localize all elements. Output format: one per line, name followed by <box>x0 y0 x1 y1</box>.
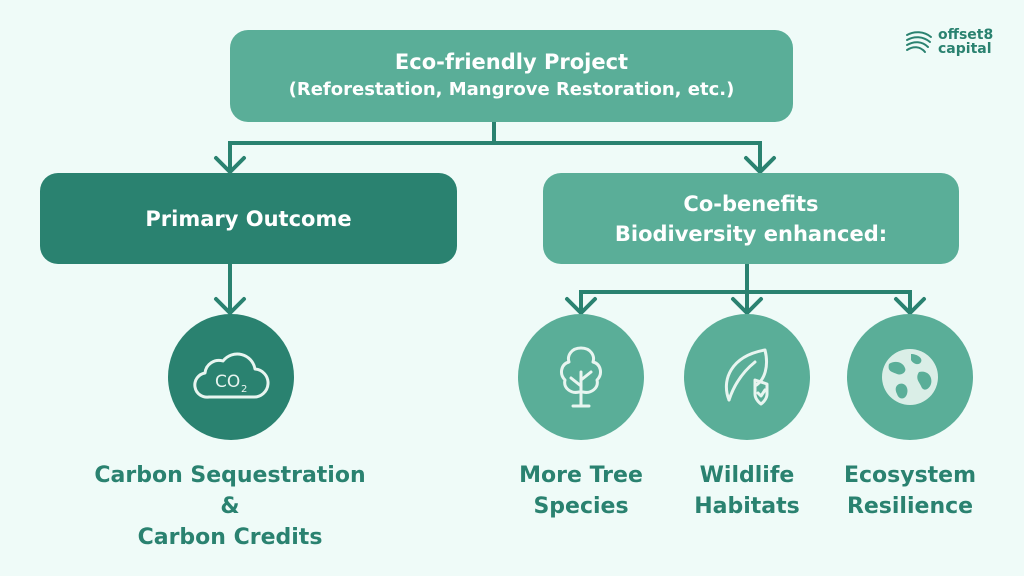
eco-friendly-project-box: Eco-friendly Project (Reforestation, Man… <box>230 30 793 122</box>
logo-wordmark: offset8 capital <box>938 28 993 56</box>
ecosystem-line-1: Ecosystem <box>843 463 977 488</box>
co2-subscript: 2 <box>241 384 247 395</box>
logo-line-2: capital <box>938 41 992 57</box>
co-benefits-box: Co-benefits Biodiversity enhanced: <box>543 173 959 264</box>
tree-icon <box>560 346 602 408</box>
arrowhead-tree <box>565 297 597 315</box>
offset8-capital-logo: offset8 capital <box>904 28 993 56</box>
wildlife-habitats-label: Wildlife Habitats <box>659 460 835 522</box>
ecosystem-line-2: Resilience <box>846 494 974 519</box>
tree-line-2: Species <box>533 494 629 519</box>
carbon-line-1: Carbon Sequestration <box>94 463 366 488</box>
project-subtitle: (Reforestation, Mangrove Restoration, et… <box>288 79 735 100</box>
project-title: Eco-friendly Project <box>394 50 629 74</box>
leaf-shield-icon <box>724 348 769 406</box>
wildlife-line-2: Habitats <box>694 494 800 519</box>
primary-outcome-box: Primary Outcome <box>40 173 457 264</box>
globe-icon <box>882 349 938 405</box>
arrowhead-wildlife <box>731 297 763 315</box>
ecosystem-resilience-label: Ecosystem Resilience <box>820 460 1000 522</box>
arrowhead-ecosystem <box>894 297 926 315</box>
carbon-sequestration-label: Carbon Sequestration & Carbon Credits <box>60 460 400 553</box>
fingerprint-logo-icon <box>906 31 932 53</box>
wildlife-line-1: Wildlife <box>699 463 795 488</box>
primary-outcome-label: Primary Outcome <box>145 206 352 231</box>
logo-line-1: offset8 <box>938 27 994 43</box>
co2-circle: CO 2 <box>168 314 294 440</box>
carbon-line-2: & <box>220 494 240 519</box>
arrowhead-co2 <box>214 297 246 315</box>
more-tree-species-label: More Tree Species <box>491 460 671 522</box>
tree-circle <box>518 314 644 440</box>
arrowhead-cobenefits <box>744 156 776 174</box>
wildlife-circle <box>684 314 810 440</box>
carbon-line-3: Carbon Credits <box>137 525 323 550</box>
co2-cloud-icon: CO 2 <box>193 352 270 399</box>
tree-line-1: More Tree <box>519 463 643 488</box>
co2-text: CO <box>215 372 240 392</box>
co-benefits-subtitle: Biodiversity enhanced: <box>614 221 888 246</box>
globe-circle <box>847 314 973 440</box>
co-benefits-title: Co-benefits <box>683 191 819 216</box>
arrowhead-primary <box>214 156 246 174</box>
